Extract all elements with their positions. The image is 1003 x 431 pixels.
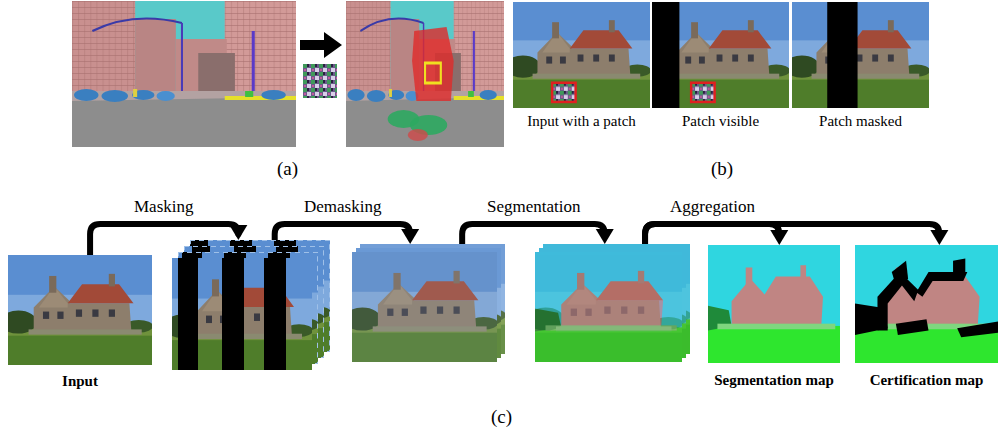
image-panel: Patch masked	[792, 2, 929, 108]
stage-label: Demasking	[301, 197, 384, 216]
stage-label: Aggregation	[667, 197, 758, 216]
image-panel: Input with a patch	[513, 2, 650, 108]
image-panel	[172, 240, 330, 370]
transform-arrow	[298, 30, 344, 60]
image-caption: Certification map	[870, 372, 984, 389]
segmentation-map	[708, 245, 840, 363]
bracket-arrow	[645, 224, 788, 245]
bracket-arrow	[645, 224, 948, 245]
image-panel: Segmentation map	[708, 245, 840, 363]
attacked-segmentation	[346, 1, 504, 147]
house-photo	[8, 255, 152, 365]
adversarial-patch	[303, 64, 337, 98]
house-photo	[652, 2, 789, 108]
panel-label: (b)	[711, 158, 733, 179]
image-panel: Patch visible	[652, 2, 789, 108]
image-caption: Input with a patch	[527, 113, 636, 130]
panel-label: (c)	[491, 406, 512, 427]
bracket-arrow	[90, 224, 247, 255]
image-panel	[352, 244, 505, 362]
demasked-stack	[352, 244, 505, 362]
image-caption: Patch visible	[682, 113, 759, 130]
image-panel: Certification map	[855, 245, 998, 363]
image-panel	[535, 244, 690, 362]
image-caption: Patch masked	[819, 113, 902, 130]
house-photo	[792, 2, 929, 108]
image-caption: Segmentation map	[714, 372, 834, 389]
house-photo	[513, 2, 650, 108]
panel-label: (a)	[277, 158, 298, 179]
stage-label: Segmentation	[484, 197, 583, 216]
image-caption: Input	[62, 373, 98, 390]
image-panel: Input	[8, 255, 152, 365]
stage-label: Masking	[131, 197, 197, 216]
bracket-arrow	[275, 224, 419, 244]
bracket-arrow	[462, 224, 614, 244]
certification-map	[855, 245, 998, 363]
masked-stack	[172, 240, 330, 370]
segmented-stack	[535, 244, 690, 362]
street-scene	[72, 1, 296, 147]
